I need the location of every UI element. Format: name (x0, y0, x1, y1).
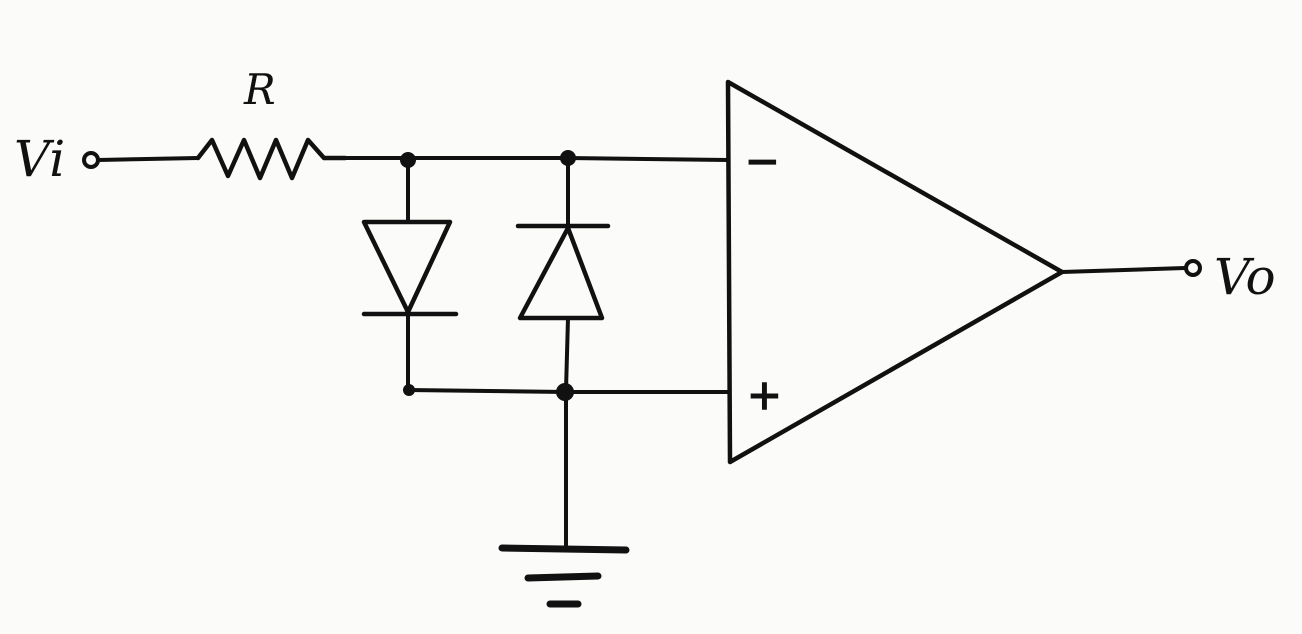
input-terminal (82, 151, 100, 169)
diode-down (361, 219, 453, 315)
resistor-label: R (243, 65, 276, 114)
output-terminal (1184, 259, 1202, 277)
wire-input-to-resistor (96, 156, 200, 162)
junction-bottom-left (403, 384, 415, 396)
input-label: Vi (14, 130, 65, 188)
ground-symbol (498, 544, 630, 608)
wire-top-rail (343, 156, 730, 162)
wire-output (1060, 266, 1187, 274)
noninverting-input-sign: + (746, 370, 783, 421)
op-amp (725, 79, 1065, 465)
inverting-input-sign: − (744, 136, 781, 187)
output-label: Vo (1214, 248, 1276, 306)
wire-diode2-bottom (564, 316, 570, 392)
diode-up (517, 225, 605, 321)
resistor (195, 137, 348, 181)
